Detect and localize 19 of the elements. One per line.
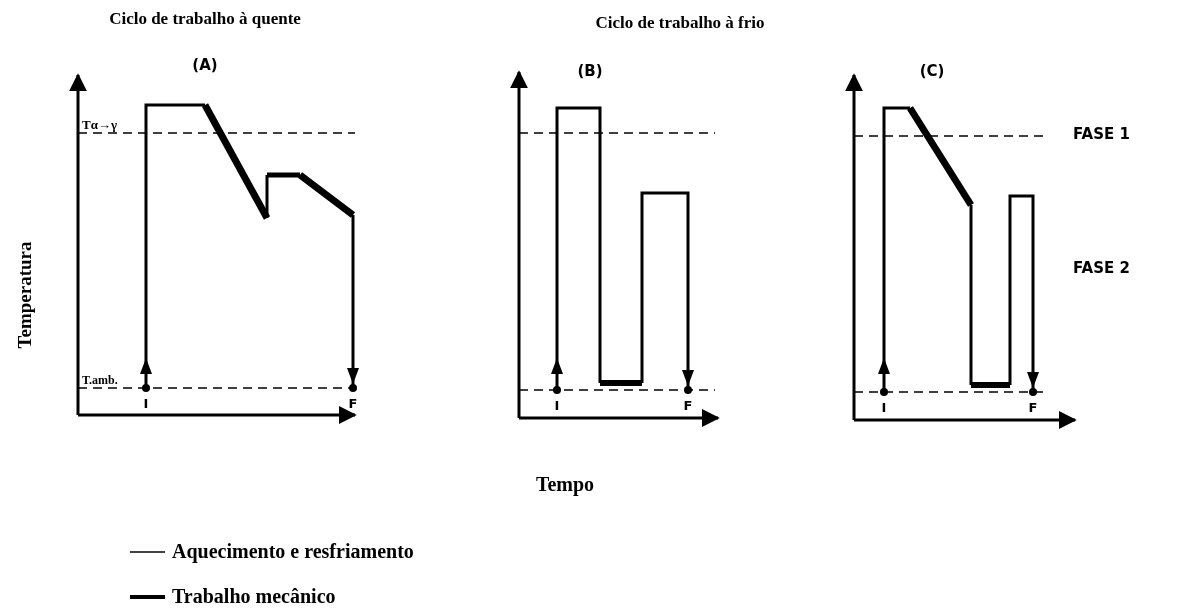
legend-text: Aquecimento e resfriamento bbox=[172, 541, 414, 561]
panel-label: (C) bbox=[919, 64, 945, 79]
panel-label: (B) bbox=[577, 64, 603, 79]
legend-text: Trabalho mecânico bbox=[172, 586, 336, 606]
temperature-label: T.amb. bbox=[82, 374, 118, 386]
axis-title: Temperatura bbox=[14, 241, 34, 349]
panel-heading: Ciclo de trabalho à frio bbox=[595, 14, 765, 31]
point-label: F bbox=[1028, 401, 1038, 414]
panel-heading: Ciclo de trabalho à quente bbox=[109, 10, 301, 27]
axis-title: Tempo bbox=[535, 474, 595, 494]
phase-label: FASE 1 bbox=[1073, 127, 1130, 142]
point-label: I bbox=[143, 397, 149, 410]
temperature-label: Tα→γ bbox=[82, 118, 117, 131]
panel-label: (A) bbox=[192, 58, 218, 73]
point-label: I bbox=[881, 401, 887, 414]
phase-label: FASE 2 bbox=[1073, 261, 1130, 276]
point-label: I bbox=[554, 399, 560, 412]
point-label: F bbox=[348, 397, 358, 410]
point-label: F bbox=[683, 399, 693, 412]
